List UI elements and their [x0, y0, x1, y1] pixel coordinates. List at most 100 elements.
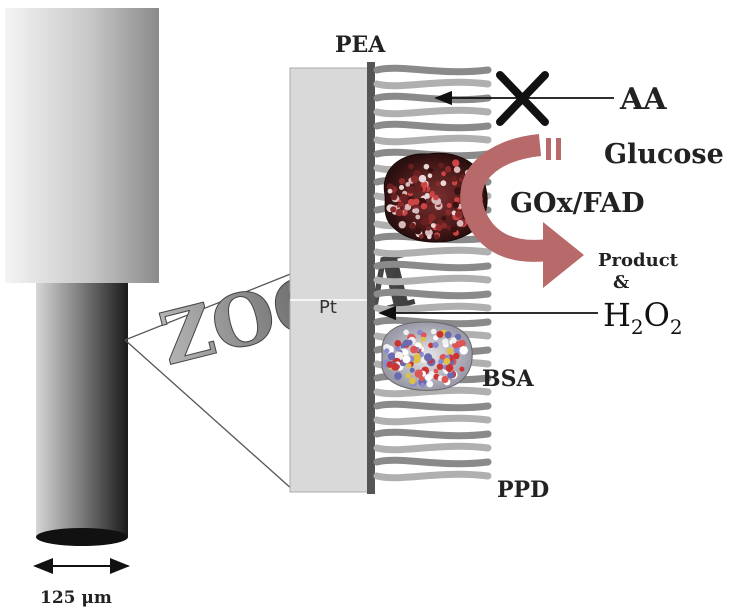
protein-atom [436, 330, 444, 338]
protein-atom [410, 175, 419, 184]
protein-atom [403, 339, 410, 347]
protein-atom [425, 225, 431, 231]
ppd-stripe [373, 386, 492, 398]
protein-atom [453, 352, 460, 360]
protein-atom [442, 338, 449, 345]
protein-atom [424, 353, 433, 362]
protein-atom [444, 165, 452, 173]
pea-separator [367, 62, 375, 494]
h2o2-sub-2a: 2 [631, 315, 644, 339]
protein-atom [445, 209, 452, 216]
ppd-stripe [373, 414, 492, 426]
ppd-stripe [373, 246, 492, 258]
protein-atom [452, 201, 459, 209]
ppd-label: PPD [497, 477, 549, 503]
protein-atom [441, 216, 447, 221]
protein-atom [430, 223, 436, 228]
protein-atom [423, 163, 430, 170]
protein-atom [427, 167, 434, 173]
zoom-cone-bottom-line [124, 339, 294, 491]
protein-atom [454, 197, 460, 203]
protein-atom [386, 183, 394, 191]
protein-atom [411, 354, 421, 364]
protein-atom [420, 203, 428, 210]
protein-atom [443, 357, 451, 365]
protein-atom [402, 349, 409, 356]
protein-atom [415, 228, 422, 235]
curved-arrow-body [460, 134, 550, 262]
protein-atom [395, 208, 403, 217]
protein-atom [459, 346, 469, 355]
glucose-tick-2 [556, 138, 561, 160]
protein-atom [406, 363, 412, 368]
ppd-stripe [373, 134, 492, 146]
protein-atom [420, 181, 428, 189]
protein-atom [438, 358, 444, 365]
bsa-atoms [382, 328, 469, 388]
protein-atom [455, 210, 463, 218]
protein-atom [419, 234, 424, 239]
pt-label: Pt [319, 297, 337, 318]
h2o2-label: H2O2 [603, 296, 683, 339]
protein-atom [441, 376, 449, 383]
ampersand-label: & [613, 272, 629, 293]
protein-atom [390, 206, 397, 213]
protein-atom [446, 203, 452, 208]
ppd-stripe [373, 400, 492, 412]
protein-atom [436, 363, 444, 371]
protein-atom [394, 345, 400, 351]
protein-atom [416, 185, 424, 193]
pea-label: PEA [335, 32, 386, 58]
protein-atom [433, 335, 439, 341]
protein-atom [409, 377, 416, 385]
protein-atom [394, 340, 402, 347]
protein-atom [407, 198, 416, 207]
ppd-stripe [373, 470, 492, 482]
curved-arrow-head [543, 222, 584, 288]
protein-atom [435, 224, 443, 232]
glucose-tick-1 [546, 138, 551, 160]
protein-atom [402, 355, 411, 364]
protein-atom [399, 185, 404, 190]
ppd-stripe [373, 64, 492, 76]
protein-atom [458, 339, 466, 348]
protein-atom [425, 228, 433, 237]
protein-atom [420, 382, 426, 388]
protein-atom [399, 193, 408, 202]
ppd-stripe [373, 288, 492, 300]
pt-layer [289, 67, 369, 493]
h2o2-sub-2b: 2 [670, 315, 683, 339]
protein-atom [450, 176, 457, 182]
protein-atom [405, 373, 411, 379]
protein-atom [444, 331, 452, 339]
bsa-label: BSA [482, 366, 534, 392]
product-label: Product [598, 250, 679, 271]
protein-atom [405, 182, 411, 187]
protein-atom [433, 194, 439, 201]
protein-atom [403, 329, 409, 336]
ppd-stripe [373, 442, 492, 454]
h2o2-o: O [644, 296, 670, 334]
protein-atom [409, 367, 415, 373]
protein-atom [409, 222, 416, 229]
protein-atom [391, 363, 400, 371]
protein-atom [441, 222, 448, 229]
protein-atom [427, 234, 432, 240]
protein-atom [448, 196, 456, 204]
protein-atom [398, 221, 406, 229]
protein-atom [435, 181, 441, 187]
protein-atom [428, 342, 434, 348]
protein-atom [440, 180, 447, 187]
ppd-stripe [373, 428, 492, 440]
electrode-lower-cylinder [36, 283, 128, 537]
protein-atom [445, 364, 454, 373]
protein-atom [450, 226, 458, 233]
aa-label: AA [619, 82, 667, 117]
protein-atom [454, 187, 462, 196]
electrode-upper-cylinder [5, 8, 159, 283]
block-x-icon [496, 71, 549, 126]
ppd-stripe [373, 106, 492, 118]
ppd-stripe [373, 120, 492, 132]
ppd-stripe [373, 92, 492, 104]
